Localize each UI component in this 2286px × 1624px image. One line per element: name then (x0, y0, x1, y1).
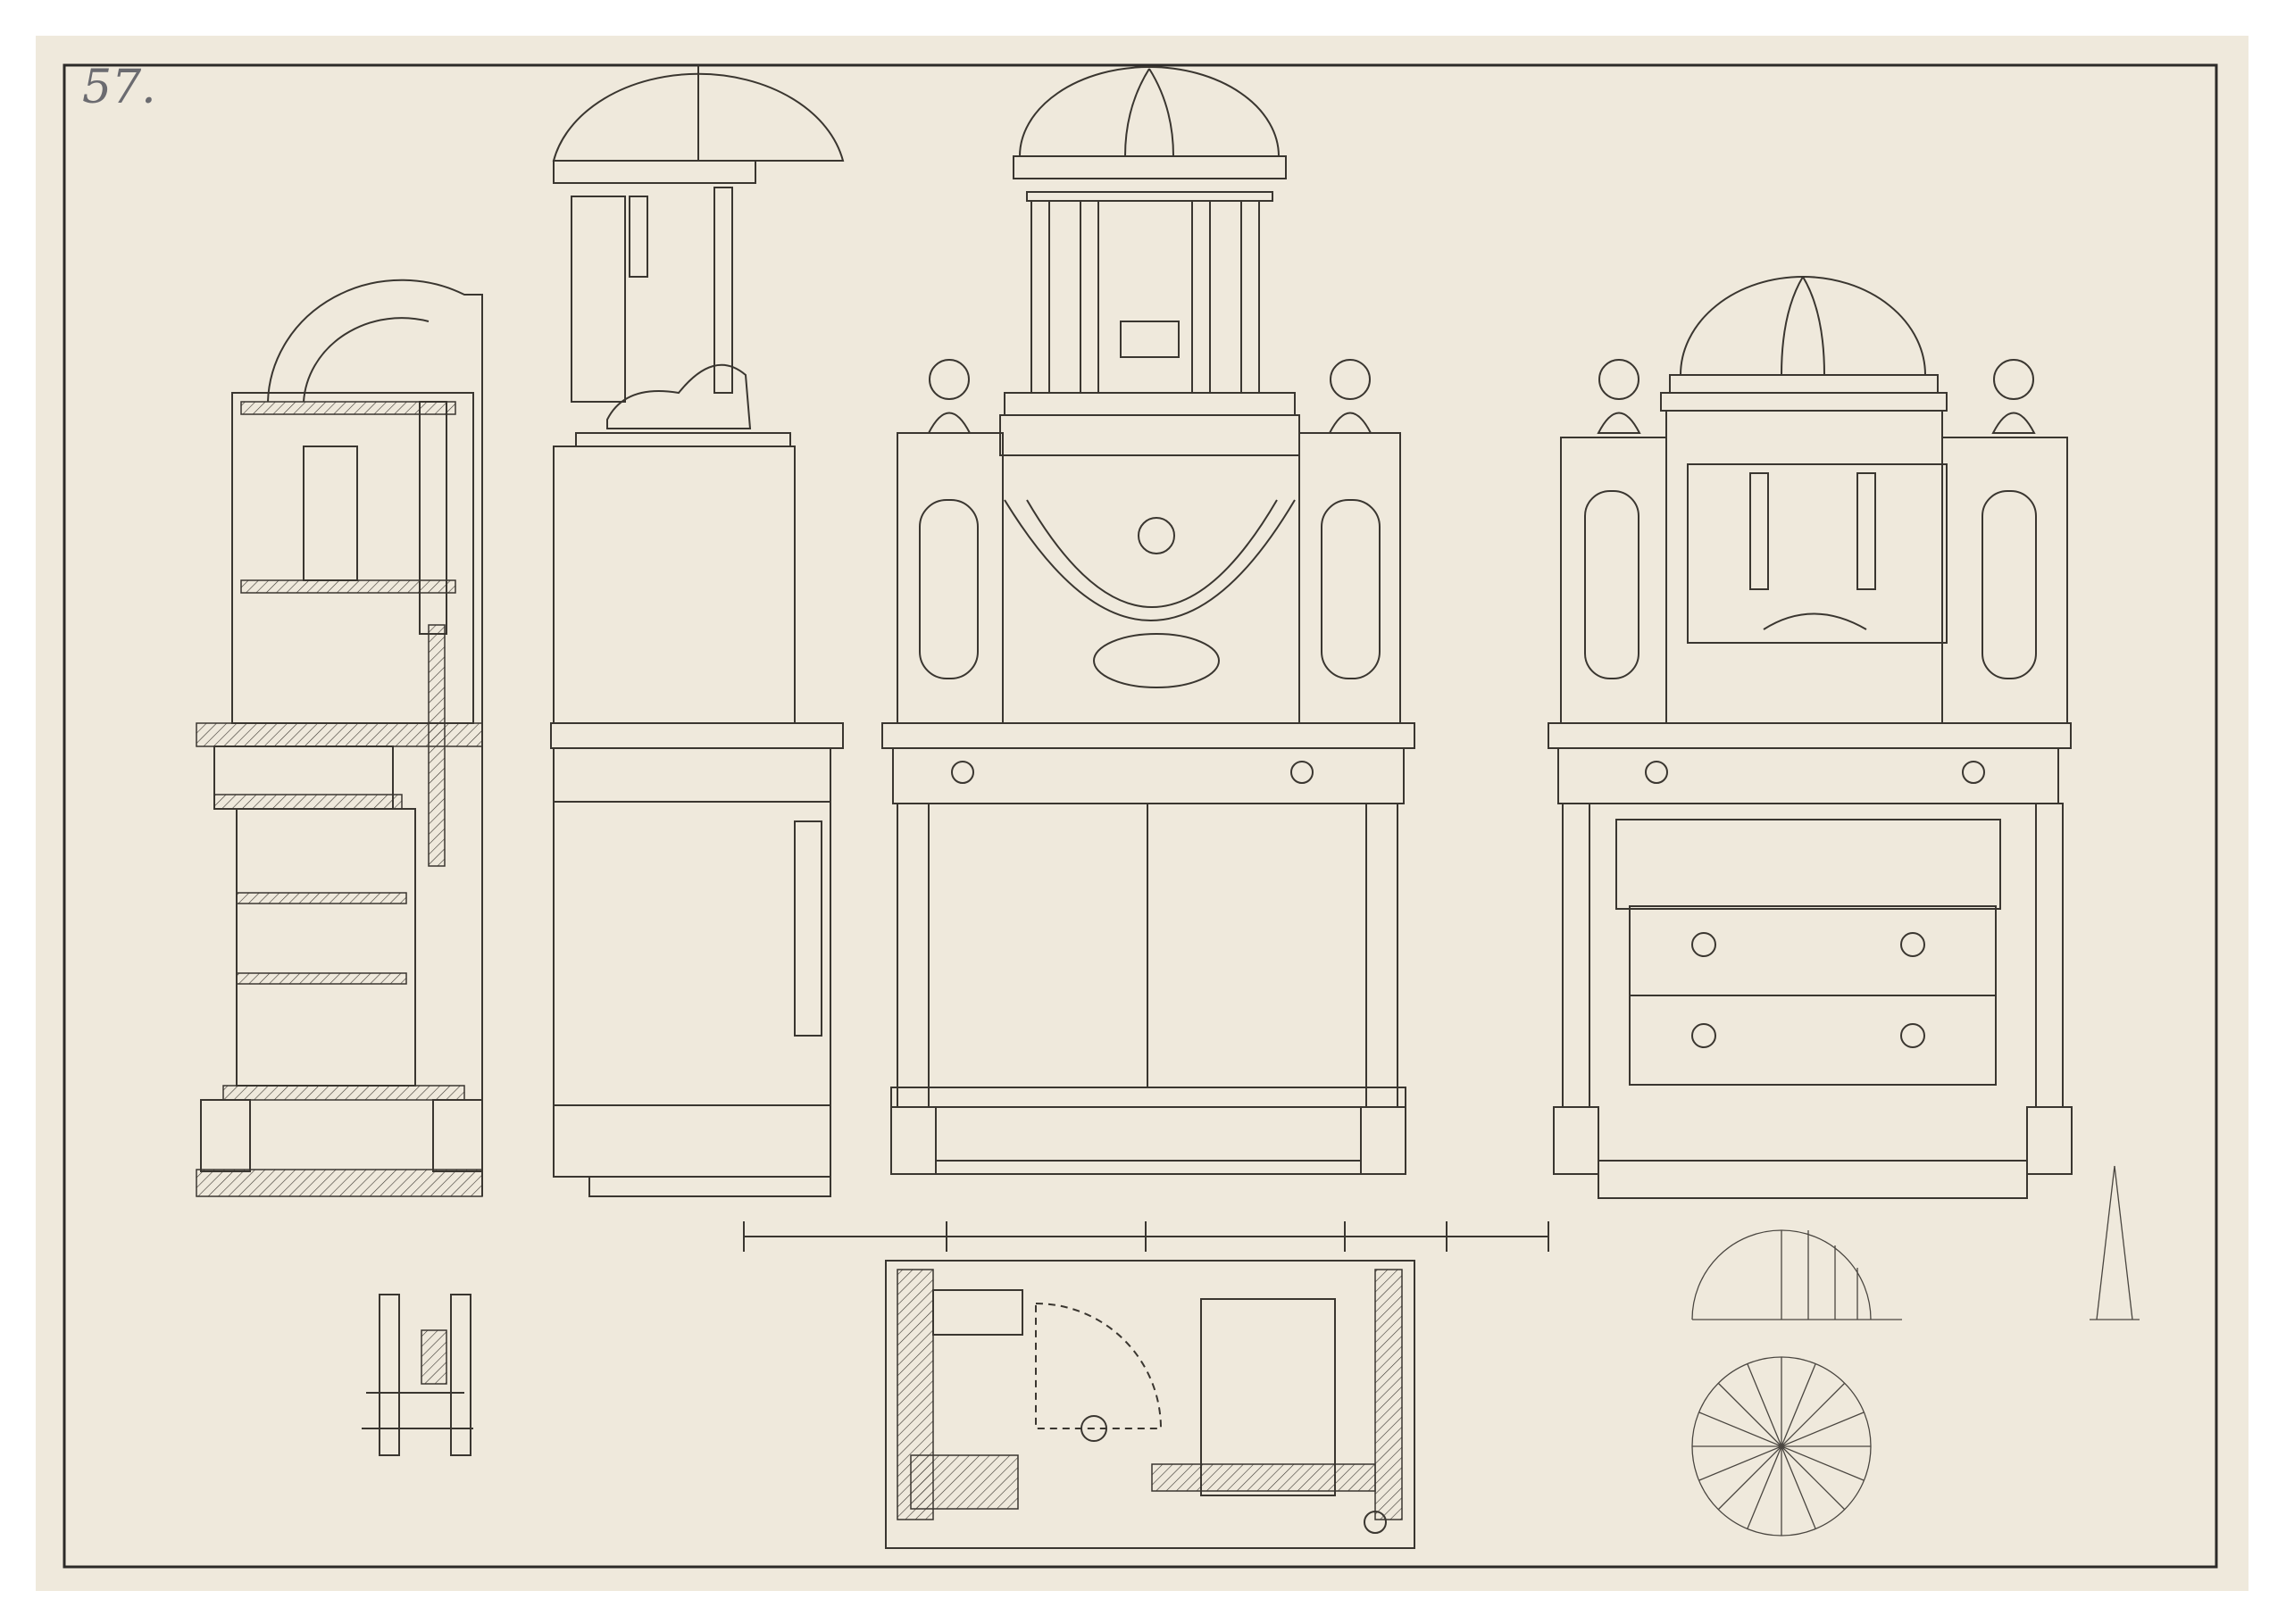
border-frame (63, 63, 2218, 1569)
dome-construction (1691, 1165, 2140, 1537)
plan-view (885, 1260, 1415, 1549)
front-elevation-drawers (1548, 276, 2073, 1199)
scale-bar (743, 1221, 1549, 1252)
front-elevation-doors (881, 66, 1415, 1175)
paper (36, 36, 2248, 1591)
folio-number: 57. (82, 61, 156, 114)
side-elevation (550, 65, 845, 1197)
section-view (196, 279, 483, 1197)
mechanism-detail (362, 1294, 473, 1456)
